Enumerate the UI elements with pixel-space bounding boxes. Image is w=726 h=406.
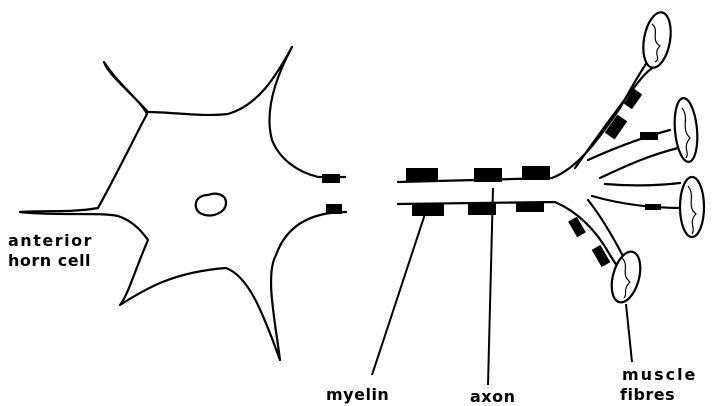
myelin-segment [522, 166, 550, 180]
myelin-segment [412, 204, 444, 216]
axon-branch-2-lower [600, 148, 678, 178]
myelin-segment [406, 168, 438, 182]
myelin-segment [322, 174, 340, 183]
axon-leader-line [488, 188, 493, 385]
cell-body-outline [20, 47, 346, 360]
label-myelin: myelin [326, 386, 389, 404]
axon-branch-3-lower [592, 196, 682, 208]
axon-branch-3-upper [605, 183, 680, 185]
axon-upper-line [398, 58, 650, 182]
label-horn-cell: horn cell [8, 252, 91, 270]
label-axon: axon [470, 388, 516, 406]
leader-lines [372, 188, 632, 385]
myelin-segment [326, 204, 342, 214]
myelin-segment [605, 115, 627, 140]
myelin-segment [645, 204, 661, 210]
label-anterior: anterior [8, 232, 93, 250]
muscle-leader-line [626, 304, 632, 362]
muscle-fibres [607, 10, 704, 305]
myelin-segment [516, 202, 544, 212]
myelin-segment [592, 245, 611, 267]
label-fibres: fibres [620, 386, 675, 404]
myelin-segment [474, 168, 502, 182]
myelin-leader-line [372, 214, 425, 375]
nucleus [196, 194, 226, 216]
myelin-segment [640, 132, 658, 140]
label-muscle: muscle [622, 366, 697, 384]
